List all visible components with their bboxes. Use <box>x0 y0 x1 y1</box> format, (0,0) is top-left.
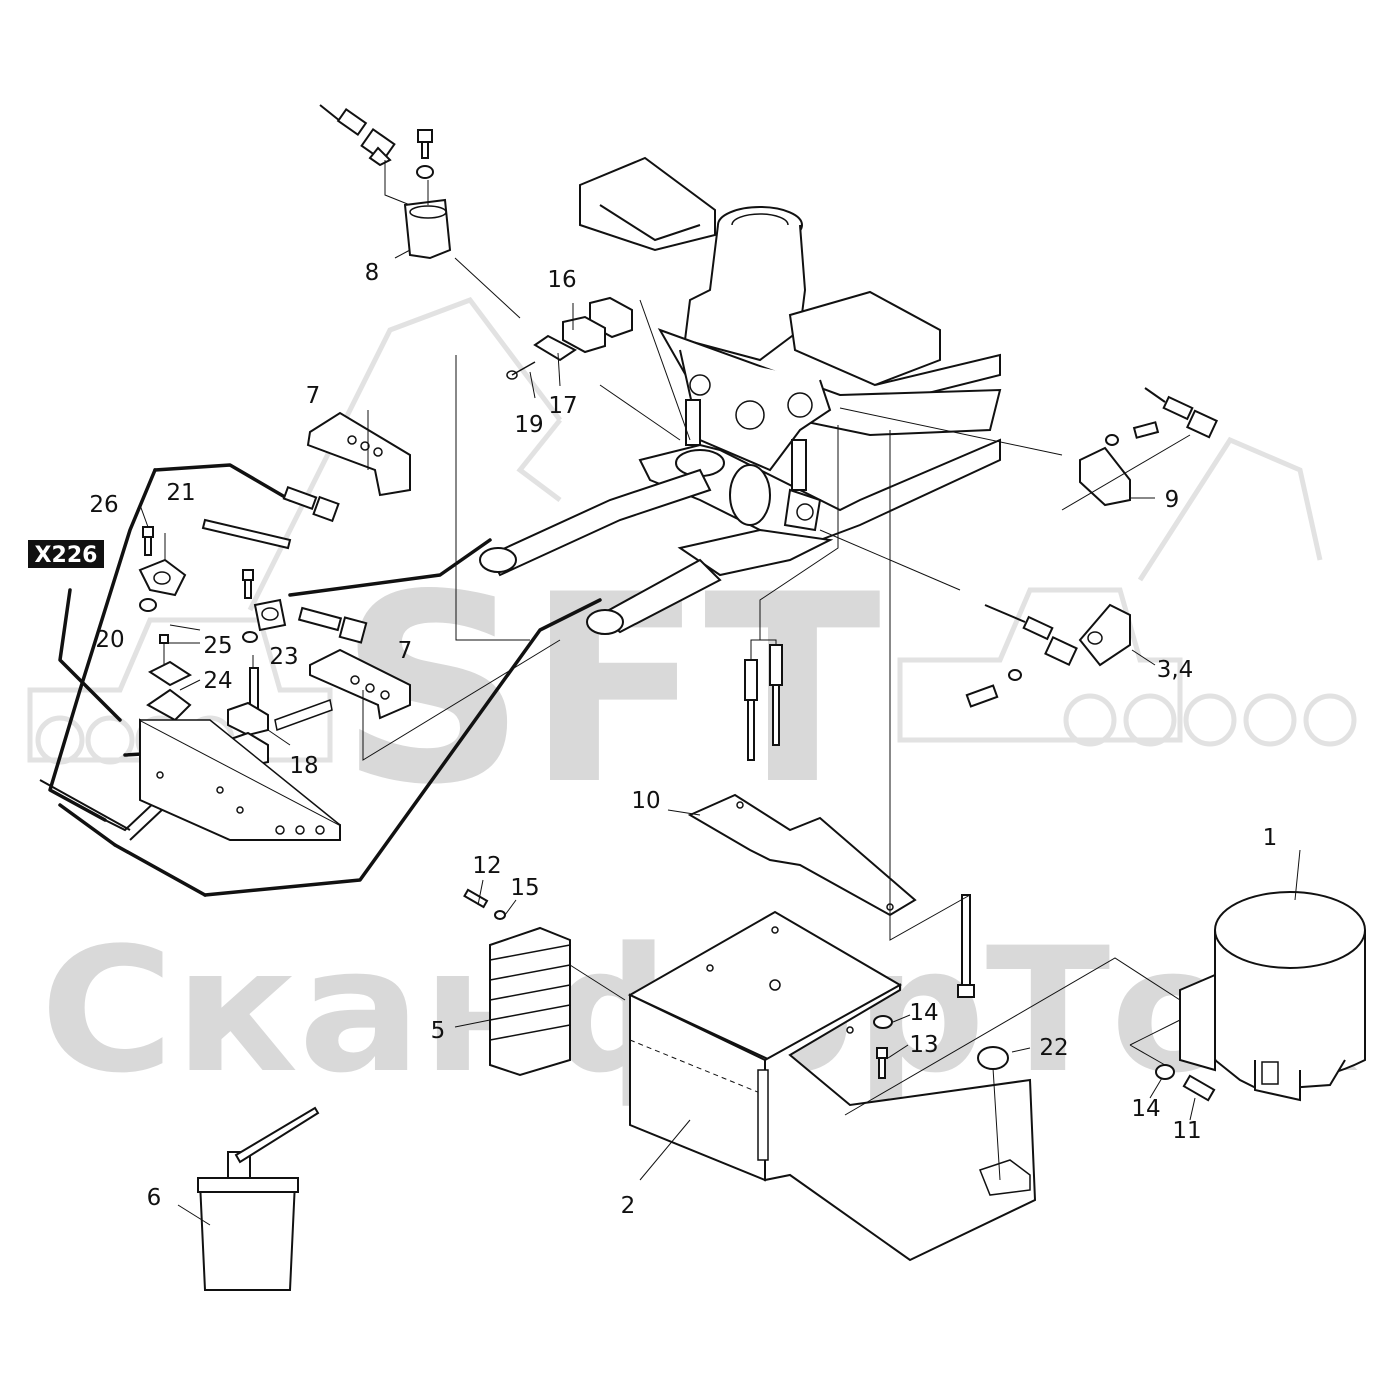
callout-24: 24 <box>203 668 232 694</box>
callout-8: 8 <box>365 260 380 286</box>
lube-line <box>203 598 602 897</box>
callout-14-upper: 14 <box>909 1000 938 1026</box>
callout-18: 18 <box>289 753 318 779</box>
callout-9: 9 <box>1165 487 1180 513</box>
lube-line <box>48 468 157 822</box>
callout-26: 26 <box>89 492 118 518</box>
part-16-17-clamps <box>506 296 633 380</box>
mounting-plate <box>139 718 341 841</box>
lube-line <box>288 538 492 597</box>
callout-7-lower: 7 <box>398 638 413 664</box>
part-5-distributor <box>463 888 571 1077</box>
watermark-brand-latin: SFT <box>339 540 883 842</box>
callout-23: 23 <box>269 644 298 670</box>
part-9-bracket <box>1079 421 1160 507</box>
callout-13: 13 <box>909 1032 938 1058</box>
callout-7-upper: 7 <box>306 383 321 409</box>
callout-3-4: 3,4 <box>1157 657 1194 683</box>
lube-line <box>39 779 131 831</box>
callout-20: 20 <box>95 627 124 653</box>
watermark-excavator-right <box>897 436 1357 747</box>
part-7-cover-upper <box>306 411 411 497</box>
part-2-enclosure <box>627 910 1037 1262</box>
connector-tag-label: X226 <box>35 543 98 568</box>
callout-2: 2 <box>621 1193 636 1219</box>
callout-17: 17 <box>548 393 577 419</box>
small-hardware-right <box>873 894 1216 1181</box>
connector-tag: X226 <box>28 540 104 568</box>
callout-6: 6 <box>147 1185 162 1211</box>
callout-10: 10 <box>631 788 660 814</box>
callout-19: 19 <box>514 412 543 438</box>
callout-25: 25 <box>203 633 232 659</box>
callout-5: 5 <box>431 1018 446 1044</box>
part-3-4-bracket <box>965 603 1131 708</box>
lube-line <box>58 803 117 847</box>
callout-11: 11 <box>1172 1118 1201 1144</box>
callout-16: 16 <box>547 267 576 293</box>
part-1-tank <box>1179 891 1366 1102</box>
center-probes <box>744 639 783 761</box>
part-8-sensor-bracket <box>319 104 452 260</box>
part-6-grease-pump <box>197 1106 320 1291</box>
leader-lines <box>139 249 1301 1226</box>
callout-14-lower: 14 <box>1131 1096 1160 1122</box>
callout-1: 1 <box>1263 825 1278 851</box>
callout-labels: 1 2 3,4 5 6 7 7 8 9 10 11 12 13 14 14 15… <box>89 260 1277 1219</box>
callout-21: 21 <box>166 480 195 506</box>
elbow-connectors <box>282 387 1219 666</box>
callout-22: 22 <box>1039 1035 1068 1061</box>
lube-line <box>113 843 207 897</box>
lube-line <box>58 588 122 722</box>
callout-12: 12 <box>472 853 501 879</box>
chassis-swing-frame <box>479 156 1002 635</box>
lube-line <box>153 463 292 502</box>
part-7-cover-lower <box>309 648 411 720</box>
callout-15: 15 <box>510 875 539 901</box>
